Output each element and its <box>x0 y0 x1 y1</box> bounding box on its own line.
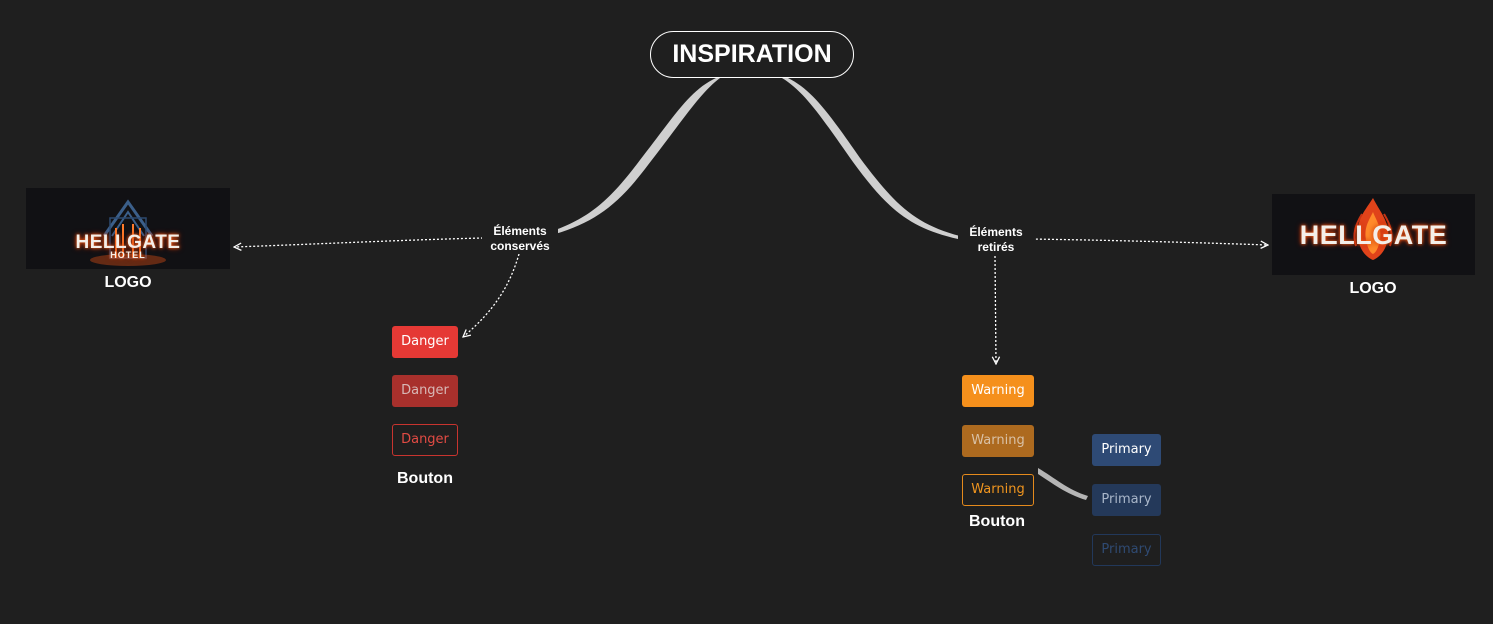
removed-logo-image: HELLGATE <box>1272 194 1475 275</box>
removed-logo-caption: LOGO <box>1349 280 1397 297</box>
kept-logo-caption: LOGO <box>104 274 152 291</box>
branch-label-removed: Éléments retirés <box>958 225 1034 255</box>
kept-logo-image: HELLGATE HOTEL <box>26 188 230 269</box>
branch-label-kept: Éléments conservés <box>482 224 558 254</box>
primary-muted-button-sample[interactable]: Primary <box>1092 484 1161 516</box>
primary-solid-button-sample[interactable]: Primary <box>1092 434 1161 466</box>
arrow-kept-to-buttons <box>463 253 520 337</box>
root-node-inspiration: INSPIRATION <box>650 31 854 78</box>
danger-outline-button-sample[interactable]: Danger <box>392 424 458 456</box>
warning-outline-button-sample[interactable]: Warning <box>962 474 1034 506</box>
danger-solid-button-sample[interactable]: Danger <box>392 326 458 358</box>
danger-muted-button-sample[interactable]: Danger <box>392 375 458 407</box>
flame-icon <box>1353 198 1393 260</box>
kept-logo-brand: HELLGATE <box>75 232 181 253</box>
branch-label-kept-line1: Éléments <box>493 224 547 238</box>
kept-logo-subtitle: HOTEL <box>110 250 146 260</box>
kept-buttons-caption: Bouton <box>397 470 453 487</box>
removed-buttons-caption: Bouton <box>969 513 1025 530</box>
warning-muted-button-sample[interactable]: Warning <box>962 425 1034 457</box>
warning-primary-link <box>1038 468 1088 500</box>
arrow-kept-to-logo <box>234 237 484 247</box>
branch-connector-removed <box>782 78 960 239</box>
branch-label-removed-line2: retirés <box>977 240 1015 254</box>
arrow-removed-to-buttons <box>995 255 996 364</box>
removed-logo-brand: HELLGATE <box>1299 220 1448 250</box>
branch-label-kept-line2: conservés <box>490 239 550 253</box>
branch-connector-kept <box>550 78 720 234</box>
primary-outline-button-sample[interactable]: Primary <box>1092 534 1161 566</box>
warning-solid-button-sample[interactable]: Warning <box>962 375 1034 407</box>
branch-label-removed-line1: Éléments <box>969 225 1023 239</box>
arrow-removed-to-logo <box>1027 238 1268 245</box>
hotel-building-icon <box>90 199 166 266</box>
